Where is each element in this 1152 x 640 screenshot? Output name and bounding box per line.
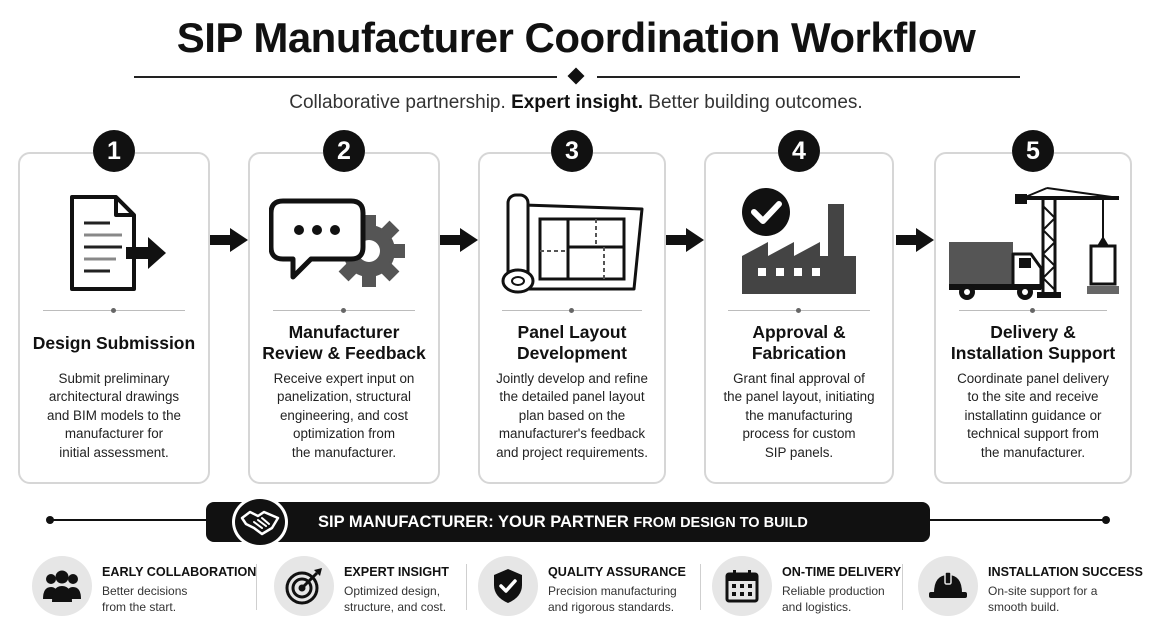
step-number-badge: 2 — [323, 130, 365, 172]
factory-check-icon — [706, 178, 892, 310]
banner-text: SIP MANUFACTURER: YOUR PARTNER FROM DESI… — [318, 513, 808, 531]
step-number-badge: 4 — [778, 130, 820, 172]
calendar-icon — [712, 556, 772, 616]
banner-line-left — [50, 519, 210, 521]
step-title: Panel Layout Development — [517, 322, 627, 363]
handshake-icon — [232, 496, 288, 548]
step-number-badge: 3 — [551, 130, 593, 172]
document-arrow-icon — [20, 178, 208, 310]
flow-arrow-4 — [896, 228, 934, 252]
partner-banner: SIP MANUFACTURER: YOUR PARTNER FROM DESI… — [206, 496, 930, 548]
title-divider — [134, 67, 1020, 85]
step-title: Manufacturer Review & Feedback — [262, 322, 426, 363]
page-subtitle: Collaborative partnership. Expert insigh… — [0, 92, 1152, 114]
benefit-divider — [256, 564, 257, 610]
banner-line-end-right — [1102, 516, 1110, 524]
target-icon — [274, 556, 334, 616]
flow-arrow-2 — [440, 228, 478, 252]
flow-arrow-1 — [210, 228, 248, 252]
blueprint-icon — [480, 178, 664, 310]
benefit-divider — [700, 564, 701, 610]
flow-arrow-3 — [666, 228, 704, 252]
step-card-3: 3 Panel Layout Development Jointly devel… — [478, 130, 666, 484]
truck-crane-icon — [936, 178, 1130, 310]
chat-gear-icon — [250, 178, 438, 310]
benefit-divider — [902, 564, 903, 610]
subtitle-emphasis: Expert insight. — [511, 92, 644, 113]
people-icon — [32, 556, 92, 616]
step-card-4: 4 Approval & Fabrication Grant final app… — [704, 130, 894, 484]
step-number-badge: 5 — [1012, 130, 1054, 172]
shield-check-icon — [478, 556, 538, 616]
step-number-badge: 1 — [93, 130, 135, 172]
page-title: SIP Manufacturer Coordination Workflow — [176, 14, 976, 61]
step-title: Approval & Fabrication — [751, 322, 847, 363]
subtitle-part-3: Better building outcomes. — [643, 92, 863, 113]
step-card-5: 5 Delivery & Installation Support — [934, 130, 1132, 484]
benefit-divider — [466, 564, 467, 610]
step-title: Delivery & Installation Support — [950, 322, 1116, 363]
banner-line-right — [926, 519, 1106, 521]
subtitle-part-1: Collaborative partnership. — [289, 92, 512, 113]
step-title: Design Submission — [32, 332, 196, 353]
step-card-2: 2 Manufacture — [248, 130, 440, 484]
hardhat-icon — [918, 556, 978, 616]
